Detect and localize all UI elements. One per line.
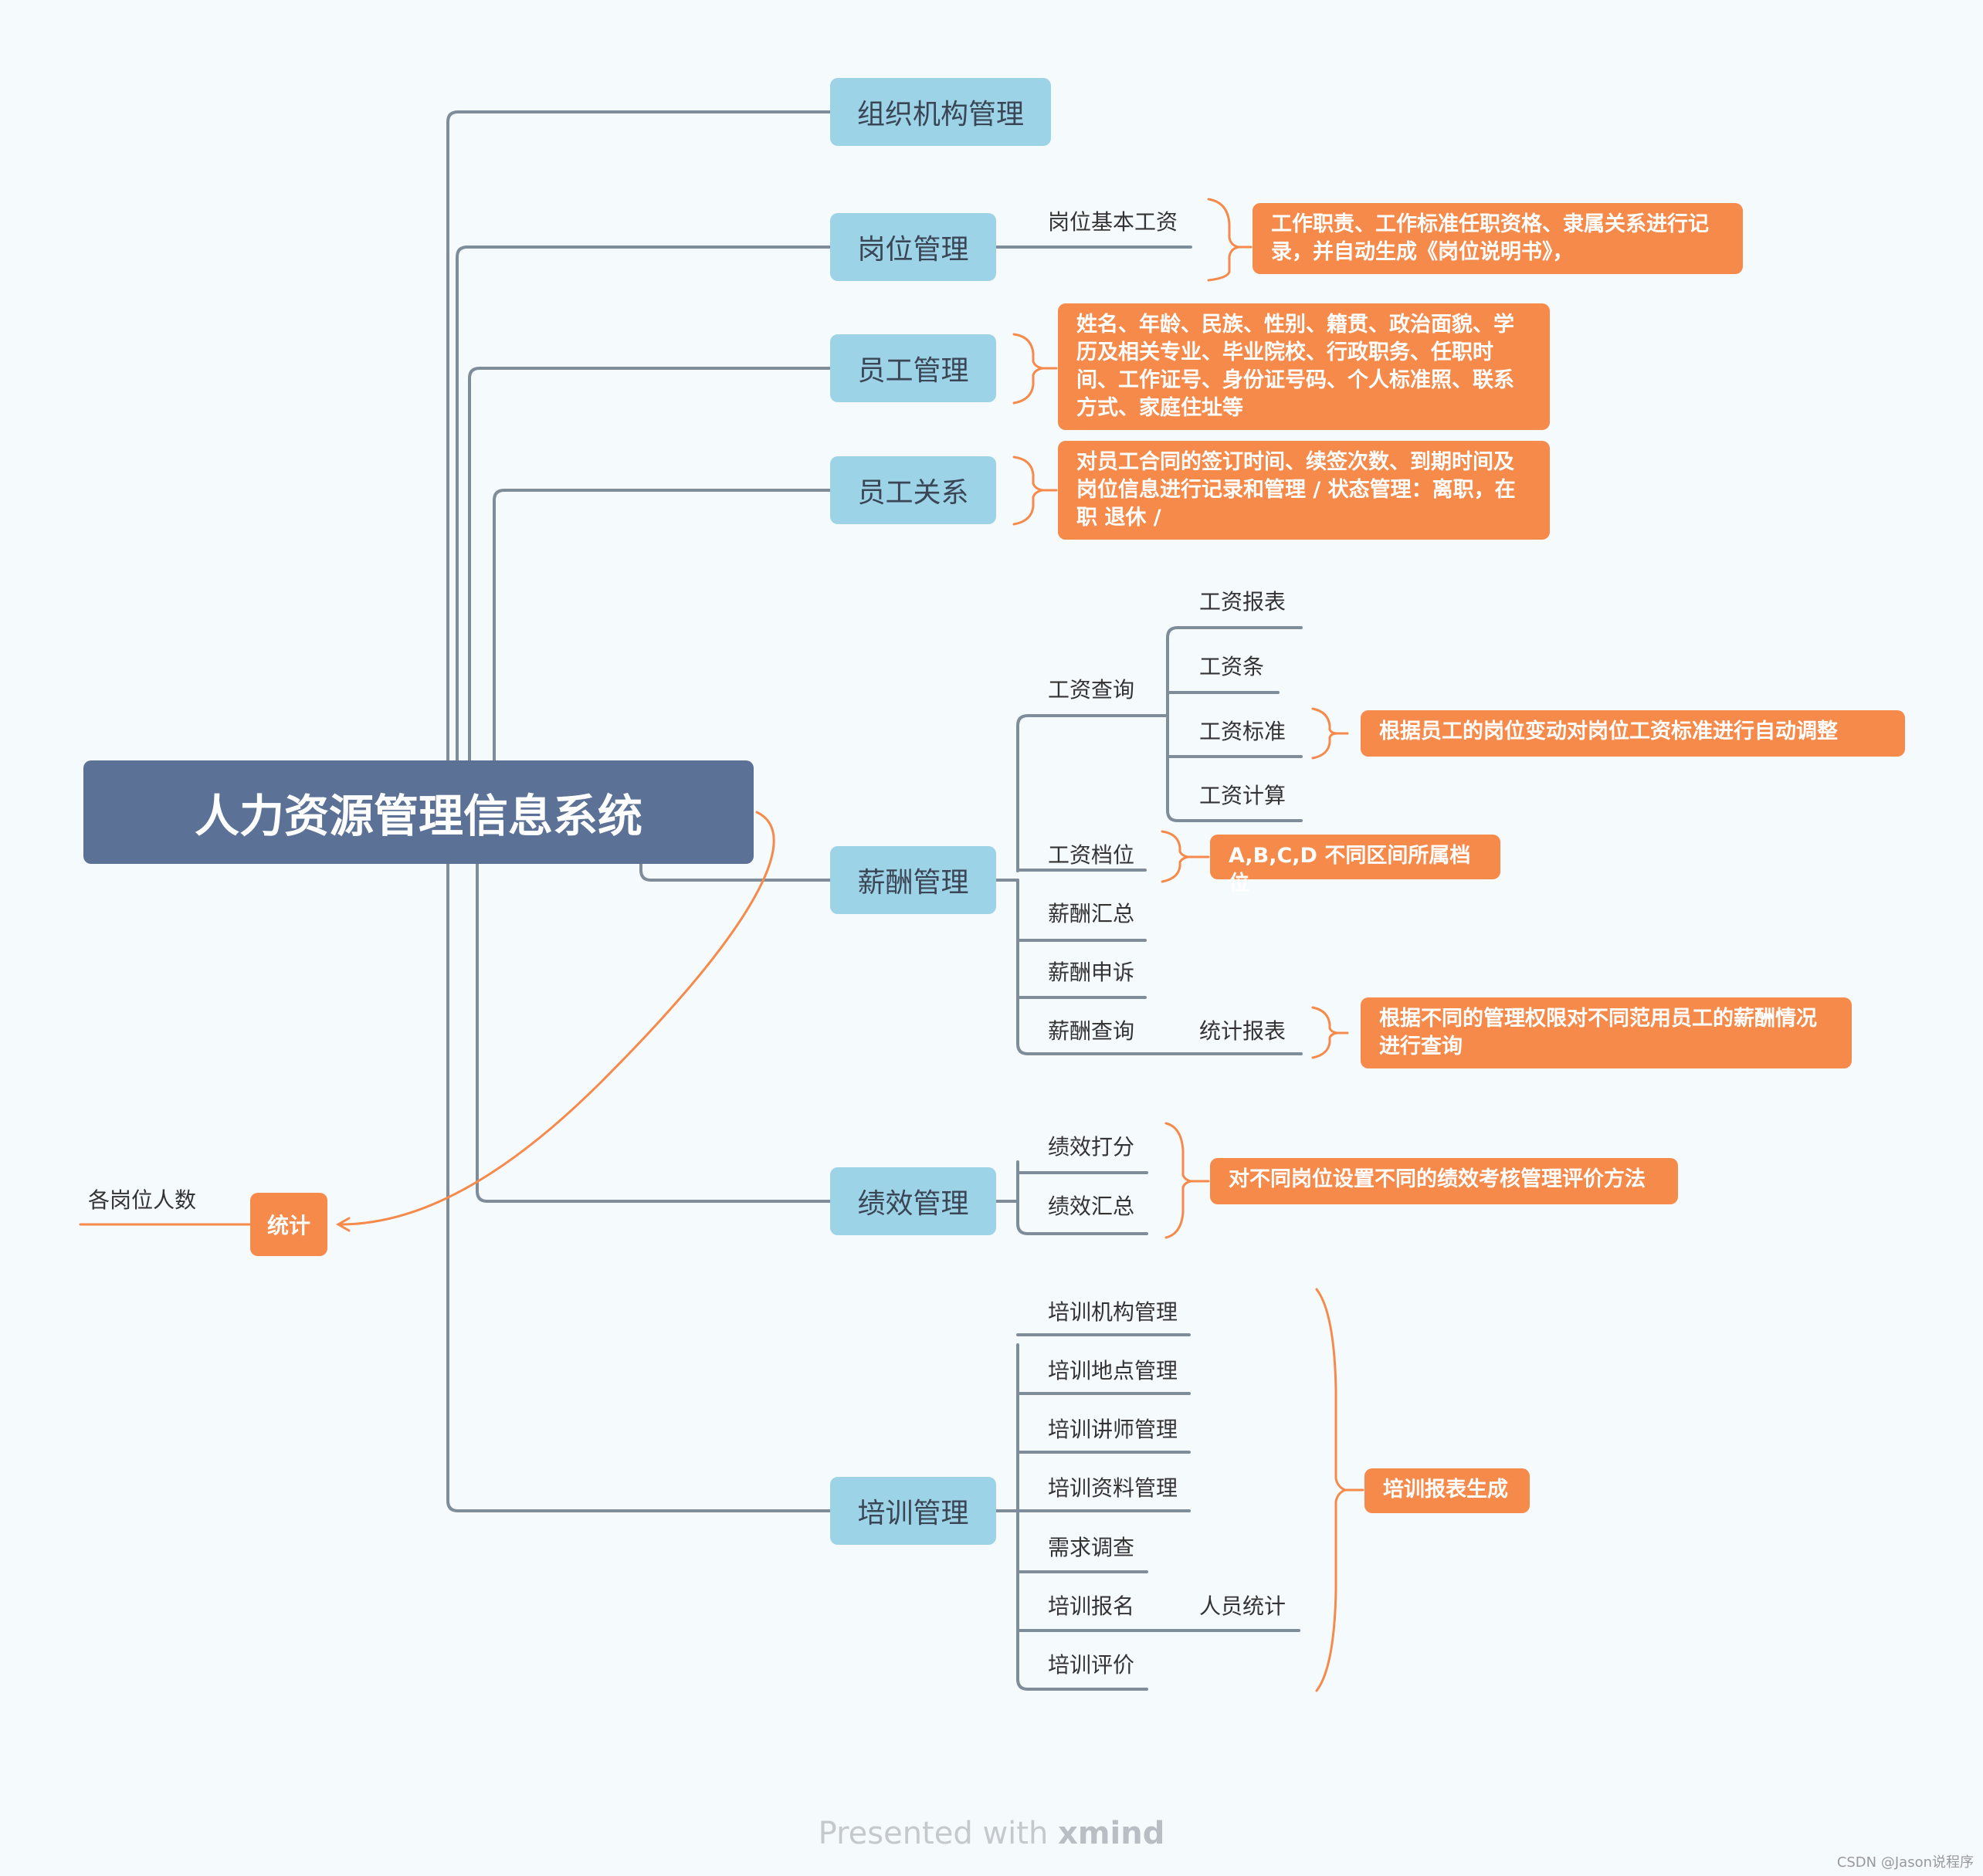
salary-level-note[interactable]: A,B,C,D 不同区间所属档位 xyxy=(1210,835,1500,896)
branch-train[interactable]: 培训管理 xyxy=(830,1477,996,1545)
train-item[interactable]: 需求调查 xyxy=(1048,1535,1135,1560)
salary-appeal-node[interactable]: 薪酬申诉 xyxy=(1048,960,1135,985)
salary-report-node[interactable]: 工资报表 xyxy=(1199,589,1286,615)
train-item[interactable]: 培训评价 xyxy=(1048,1652,1135,1678)
salary-standard-node[interactable]: 工资标准 xyxy=(1199,719,1286,744)
salary-standard-note[interactable]: 根据员工的岗位变动对岗位工资标准进行自动调整 xyxy=(1361,710,1905,757)
stat-node[interactable]: 统计 xyxy=(250,1193,327,1256)
salary-search-node[interactable]: 薪酬查询 xyxy=(1048,1018,1135,1044)
xmind-credit: Presented with xmind xyxy=(0,1816,1983,1851)
train-stat-node[interactable]: 人员统计 xyxy=(1199,1593,1286,1619)
train-note[interactable]: 培训报表生成 xyxy=(1364,1468,1530,1513)
salary-stat-report-node[interactable]: 统计报表 xyxy=(1199,1018,1286,1044)
train-item[interactable]: 培训机构管理 xyxy=(1048,1299,1178,1325)
perf-note[interactable]: 对不同岗位设置不同的绩效考核管理评价方法 xyxy=(1210,1158,1678,1204)
salary-summary-node[interactable]: 薪酬汇总 xyxy=(1048,901,1135,926)
stat-sub-node[interactable]: 各岗位人数 xyxy=(88,1187,197,1213)
branch-staff[interactable]: 员工管理 xyxy=(830,334,996,402)
root-node[interactable]: 人力资源管理信息系统 xyxy=(83,760,754,864)
salary-calc-node[interactable]: 工资计算 xyxy=(1199,783,1286,808)
watermark: CSDN @Jason说程序 xyxy=(1836,1854,1974,1871)
relation-note[interactable]: 对员工合同的签订时间、续签次数、到期时间及岗位信息进行记录和管理 / 状态管理：… xyxy=(1058,441,1550,540)
perf-summary-node[interactable]: 绩效汇总 xyxy=(1048,1194,1135,1219)
xmind-logo: xmind xyxy=(1058,1816,1165,1851)
branch-salary[interactable]: 薪酬管理 xyxy=(830,846,996,914)
branch-org[interactable]: 组织机构管理 xyxy=(830,78,1051,146)
perf-score-node[interactable]: 绩效打分 xyxy=(1048,1134,1135,1160)
salary-slip-node[interactable]: 工资条 xyxy=(1199,654,1265,679)
train-item[interactable]: 培训报名 xyxy=(1048,1593,1135,1619)
train-item[interactable]: 培训地点管理 xyxy=(1048,1358,1178,1383)
branch-relation[interactable]: 员工关系 xyxy=(830,456,996,524)
train-item[interactable]: 培训资料管理 xyxy=(1048,1475,1178,1501)
post-salary-node[interactable]: 岗位基本工资 xyxy=(1048,209,1178,235)
train-item[interactable]: 培训讲师管理 xyxy=(1048,1417,1178,1442)
salary-search-note[interactable]: 根据不同的管理权限对不同范用员工的薪酬情况进行查询 xyxy=(1361,997,1852,1068)
branch-post[interactable]: 岗位管理 xyxy=(830,213,996,281)
post-note[interactable]: 工作职责、工作标准任职资格、隶属关系进行记录，并自动生成《岗位说明书》， xyxy=(1253,203,1743,274)
staff-note[interactable]: 姓名、年龄、民族、性别、籍贯、政治面貌、学历及相关专业、毕业院校、行政职务、任职… xyxy=(1058,303,1550,430)
footer-prefix: Presented with xyxy=(818,1816,1059,1851)
salary-query-node[interactable]: 工资查询 xyxy=(1048,677,1135,703)
salary-level-node[interactable]: 工资档位 xyxy=(1048,842,1135,868)
branch-perf[interactable]: 绩效管理 xyxy=(830,1167,996,1235)
